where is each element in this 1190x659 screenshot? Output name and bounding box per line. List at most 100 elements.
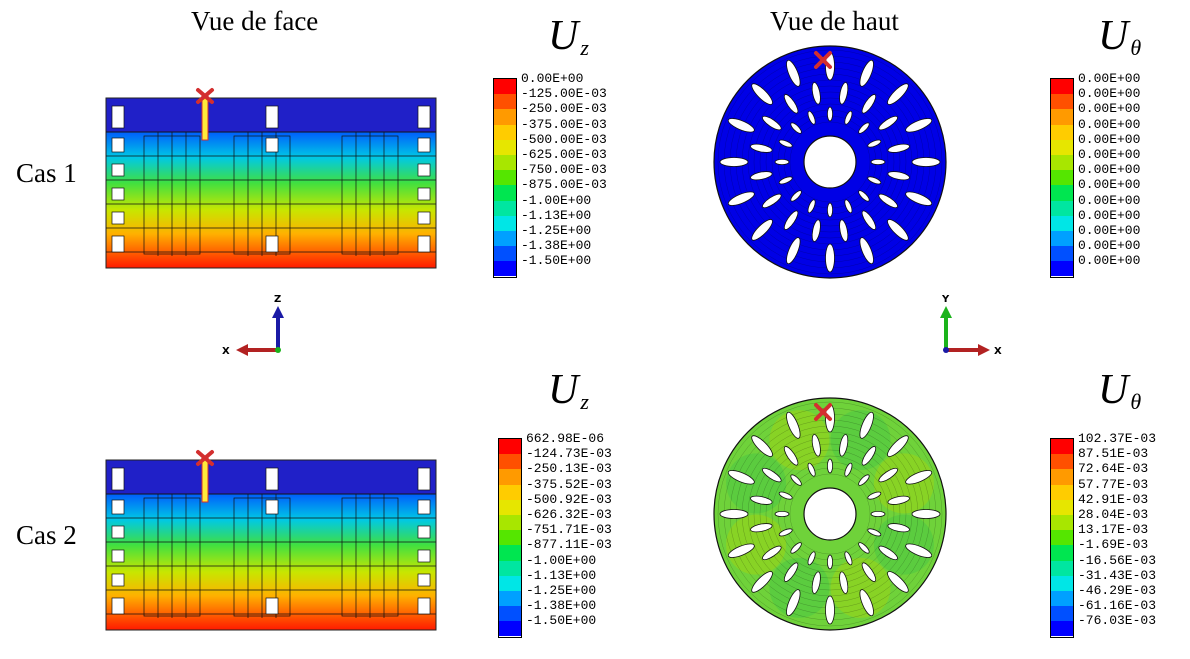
disc-hole (827, 106, 834, 122)
legend-label: -250.00E-03 (521, 101, 607, 117)
disc-hole (859, 589, 874, 617)
disc-hole (750, 495, 773, 505)
contour-patch (873, 453, 934, 514)
marker-x-icon (196, 88, 214, 104)
top-view-disc-case2 (713, 397, 947, 631)
legend-label: -1.38E+00 (526, 598, 597, 614)
contour-patch (726, 453, 787, 514)
y-axis-arrow (940, 306, 952, 350)
legend-label: 87.51E-03 (1078, 446, 1149, 462)
disc-hole (807, 462, 816, 477)
facade-grid (106, 131, 436, 256)
disc-hole (905, 191, 933, 206)
disc-hole (790, 542, 802, 554)
x-axis-arrow (236, 344, 278, 356)
legend-swatch (494, 94, 516, 110)
legend-swatch (494, 170, 516, 186)
contour-patch (830, 410, 891, 471)
legend-swatch (1051, 545, 1073, 561)
disc-hole (774, 511, 790, 517)
legend-label: 0.00E+00 (1078, 131, 1141, 147)
legend-swatch (1051, 200, 1073, 216)
legend-label: -1.00E+00 (526, 552, 597, 568)
mesh-ring (789, 121, 871, 203)
legend-label: -751.71E-03 (526, 522, 612, 538)
facade-grid (106, 493, 436, 618)
contour-patch (769, 410, 830, 471)
legend-swatch (499, 454, 521, 470)
mesh-ring (771, 103, 889, 221)
disc-hole (887, 83, 909, 105)
disc-hole (827, 458, 834, 474)
legend-label: 0.00E+00 (1078, 162, 1141, 178)
disc-hole (778, 139, 793, 148)
contour-patch (726, 514, 787, 575)
disc-hole (762, 467, 782, 483)
legend-swatch (1051, 484, 1073, 500)
legend-swatch (499, 499, 521, 515)
disc-hole (719, 157, 749, 167)
disc-hole (844, 110, 853, 125)
disc-hole (839, 219, 849, 242)
legend-label: 0.00E+00 (1078, 71, 1141, 86)
legend-swatch (494, 154, 516, 171)
disc-hole (774, 159, 790, 165)
legend-label: 0.00E+00 (521, 71, 584, 86)
mesh-ring (759, 91, 901, 233)
top-view-heading: Vue de haut (770, 6, 899, 36)
disc-hole (905, 118, 933, 133)
disc-hole (859, 237, 874, 265)
disc-hole (858, 474, 870, 486)
disc-hole (839, 434, 849, 457)
disc-hole (825, 243, 835, 273)
disc-hole (811, 219, 821, 242)
disc-hole (858, 190, 870, 202)
uz-symbol-case2: Uz (548, 367, 589, 414)
disc-hole (905, 543, 933, 558)
legend-label: 72.64E-03 (1078, 461, 1149, 477)
disc-hole (786, 411, 801, 439)
disc-hole (727, 470, 755, 485)
disc-hole (750, 143, 773, 153)
marker-x-icon (814, 403, 832, 421)
legend-swatch (1051, 621, 1073, 637)
legend-swatch (1051, 499, 1073, 515)
disc-hole (859, 411, 874, 439)
legend-swatch (499, 484, 521, 500)
legend-swatch (494, 215, 516, 231)
mesh-ring (789, 473, 871, 555)
disc-hole (790, 474, 802, 486)
legend-swatch (1051, 590, 1073, 607)
legend-swatch (494, 139, 516, 155)
legend-swatch (1051, 79, 1073, 95)
legend-swatch (1051, 454, 1073, 470)
disc-hole (807, 199, 816, 214)
utheta-symbol-case2: Uθ (1098, 367, 1142, 414)
legend-swatch (1051, 439, 1073, 455)
disc-hole (878, 467, 898, 483)
disc-hole (844, 551, 853, 566)
marker-x-icon (814, 51, 832, 69)
legend-swatch (1051, 530, 1073, 546)
legend-swatch (499, 545, 521, 561)
legend-swatch (499, 439, 521, 455)
mesh-ring (771, 455, 889, 573)
legend-swatch (1051, 215, 1073, 231)
uz-symbol-case1: Uz (548, 13, 589, 60)
axis-triad-front: Z X (222, 294, 284, 357)
disc-hole (870, 511, 886, 517)
contour-patch (830, 557, 891, 618)
legend-label: -61.16E-03 (1078, 598, 1157, 614)
disc-hole (807, 110, 816, 125)
legend-swatch (1051, 560, 1073, 576)
legend-swatch (494, 185, 516, 201)
disc-hole (905, 470, 933, 485)
mesh-ring (765, 97, 895, 227)
legend-swatch (494, 79, 516, 95)
mesh-ring (717, 401, 943, 627)
legend-label: -375.00E-03 (521, 116, 607, 132)
legend-label: -16.56E-03 (1078, 552, 1157, 568)
legend-label: 102.37E-03 (1078, 431, 1157, 446)
disc-hole (790, 122, 802, 134)
legend-swatch (499, 621, 521, 637)
